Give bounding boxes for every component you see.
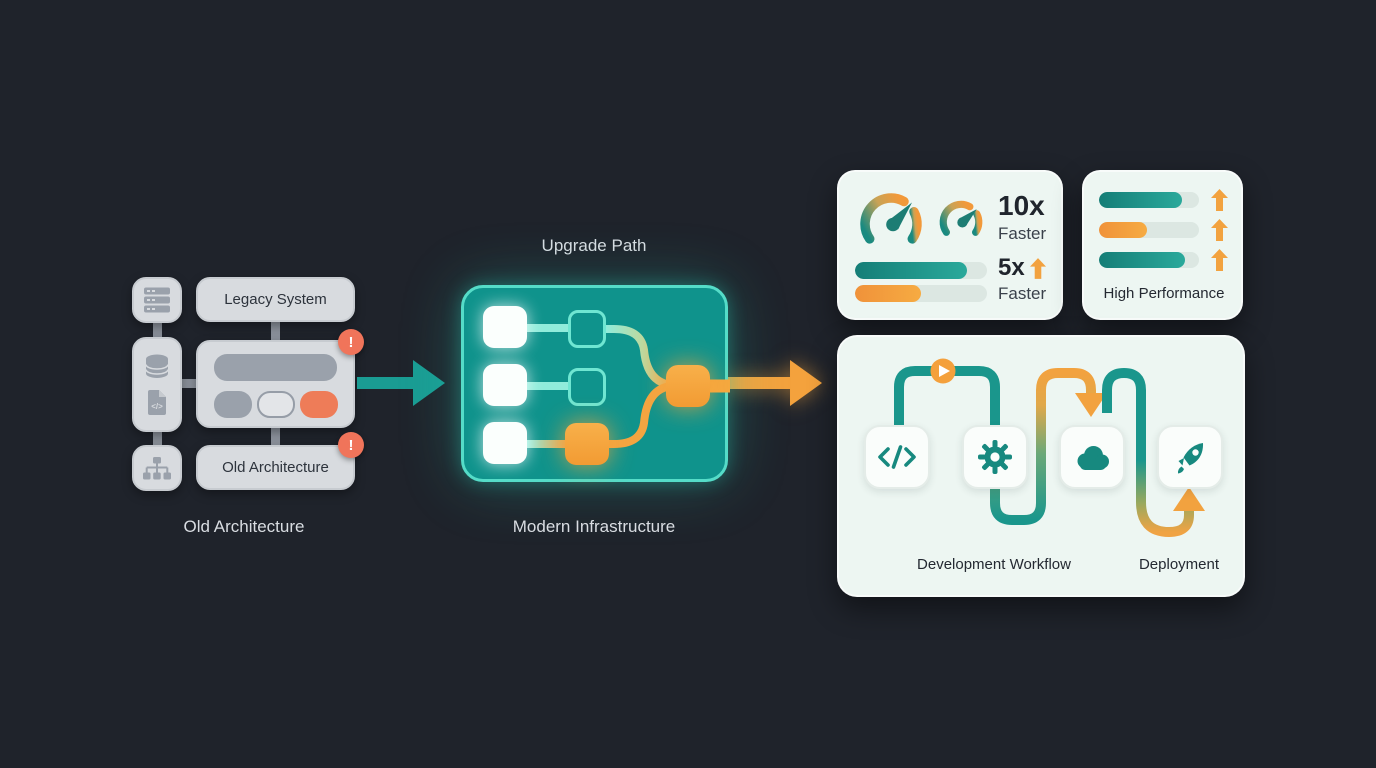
progress-fill	[855, 285, 921, 302]
progress-fill	[1099, 252, 1185, 268]
rocket-icon	[1172, 439, 1208, 475]
progress-fill	[1099, 222, 1147, 238]
up-arrow-icon	[1211, 189, 1228, 211]
connector	[153, 322, 162, 338]
progress-bar-teal	[1099, 192, 1199, 208]
legacy-ui-chip-outline	[257, 391, 295, 418]
metric-10x-value: 10x	[998, 190, 1045, 221]
node-output	[666, 365, 710, 407]
gear-icon	[977, 439, 1013, 475]
development-workflow-label: Development Workflow	[917, 556, 1071, 573]
code-step-tile	[864, 425, 930, 489]
progress-bar-orange	[855, 285, 987, 302]
svg-text:</>: </>	[151, 402, 163, 411]
progress-bar-teal	[1099, 252, 1199, 268]
database-icon	[144, 354, 170, 379]
code-file-icon: </>	[146, 389, 168, 416]
legacy-ui-box	[196, 340, 355, 428]
legacy-system-label: Legacy System	[224, 291, 327, 308]
server-icon	[143, 287, 171, 313]
up-arrow-icon	[1211, 219, 1228, 241]
upgrade-path-title: Upgrade Path	[541, 236, 647, 255]
connector	[271, 321, 280, 341]
metric-5x-label: Faster	[998, 284, 1047, 303]
metric-10x: 10x Faster	[998, 192, 1046, 244]
metric-5x: 5x Faster	[998, 256, 1046, 304]
node-process-outline	[568, 310, 606, 348]
high-performance-card: High Performance	[1082, 170, 1243, 320]
sitemap-tile	[132, 445, 182, 491]
high-performance-label: High Performance	[1103, 285, 1225, 302]
progress-fill	[1099, 192, 1182, 208]
play-icon	[930, 358, 956, 384]
cloud-icon	[1073, 444, 1111, 471]
build-step-tile	[962, 425, 1028, 489]
circuit-lines	[527, 324, 730, 448]
code-icon	[877, 442, 917, 472]
progress-bar-teal	[855, 262, 987, 279]
progress-bar-orange	[1099, 222, 1199, 238]
node-input	[483, 422, 527, 464]
performance-card: 10x Faster 5x Faster	[837, 170, 1063, 320]
modern-infrastructure-caption: Modern Infrastructure	[512, 517, 676, 536]
deployment-label: Deployment	[1138, 556, 1220, 573]
old-architecture-box-label: Old Architecture	[222, 459, 329, 476]
workflow-card: Development Workflow Deployment	[837, 335, 1245, 597]
node-process-active	[565, 423, 609, 465]
cloud-step-tile	[1059, 425, 1125, 489]
old-architecture-caption: Old Architecture	[183, 517, 305, 536]
legacy-ui-header-bar	[214, 354, 337, 381]
legacy-ui-chip	[214, 391, 252, 418]
gauge-icon	[935, 196, 987, 240]
server-tile	[132, 277, 182, 323]
metric-10x-label: Faster	[998, 224, 1047, 243]
metric-5x-value: 5x	[998, 254, 1025, 281]
node-input	[483, 364, 527, 406]
workflow-path	[894, 358, 1205, 538]
up-arrow-icon	[1029, 257, 1046, 279]
database-code-tile: </>	[132, 337, 182, 432]
warning-badge: !	[338, 329, 364, 355]
node-input	[483, 306, 527, 348]
legacy-system-box: Legacy System	[196, 277, 355, 322]
connector	[181, 379, 197, 388]
connector	[271, 427, 280, 446]
node-process-outline	[568, 368, 606, 406]
connector	[153, 431, 162, 446]
deploy-step-tile	[1157, 425, 1223, 489]
sitemap-icon	[142, 456, 172, 480]
old-architecture-box: Old Architecture	[196, 445, 355, 490]
warning-exclamation: !	[348, 333, 354, 351]
legacy-ui-chip-alert	[300, 391, 338, 418]
modern-infrastructure-box	[461, 285, 730, 482]
warning-badge: !	[338, 432, 364, 458]
gauge-icon	[853, 186, 929, 250]
warning-exclamation: !	[348, 436, 354, 454]
progress-fill	[855, 262, 968, 279]
up-arrow-icon	[1211, 249, 1228, 271]
output-arrow-icon	[727, 360, 822, 406]
upgrade-arrow-icon	[357, 360, 445, 406]
